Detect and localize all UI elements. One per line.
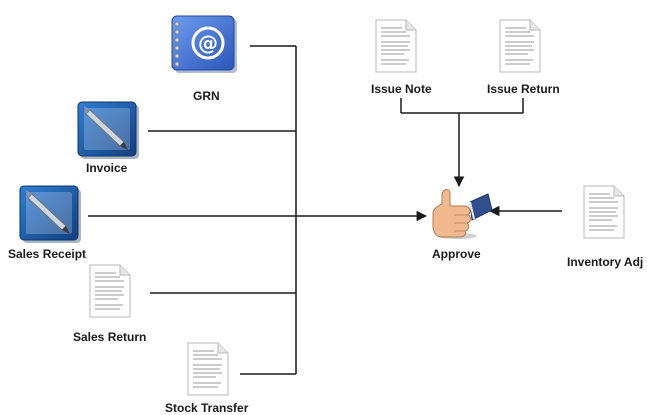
document-icon: [583, 185, 625, 239]
sales-return-label: Sales Return: [73, 330, 147, 344]
document-icon: [89, 264, 131, 318]
document-icon: [187, 342, 229, 396]
document-icon: [375, 19, 417, 73]
pen-tablet-icon: [77, 101, 140, 160]
sales-return-node[interactable]: [89, 264, 131, 318]
stock-transfer-node[interactable]: [187, 342, 229, 396]
issue-note-node[interactable]: [375, 19, 417, 73]
invoice-node[interactable]: [77, 101, 140, 160]
stock-transfer-label: Stock Transfer: [165, 401, 249, 415]
document-icon: [499, 19, 541, 73]
svg-text:@: @: [198, 31, 218, 55]
invoice-label: Invoice: [86, 161, 128, 175]
issue-return-label: Issue Return: [487, 82, 560, 96]
sales-receipt-label: Sales Receipt: [8, 247, 87, 261]
thumbs-up-icon: [432, 189, 493, 239]
inventory-adj-node[interactable]: [583, 185, 625, 239]
connector-lines: [88, 45, 562, 375]
issue-note-label: Issue Note: [371, 82, 432, 96]
inventory-adj-label: Inventory Adj: [567, 255, 644, 269]
address-book-icon: @: [171, 15, 237, 73]
sales-receipt-node[interactable]: [19, 185, 82, 244]
grn-label: GRN: [193, 89, 220, 103]
pen-tablet-icon: [19, 185, 82, 244]
approve-label: Approve: [432, 247, 481, 261]
approve-node[interactable]: [432, 189, 493, 240]
issue-return-node[interactable]: [499, 19, 541, 73]
grn-node[interactable]: @: [171, 15, 237, 73]
